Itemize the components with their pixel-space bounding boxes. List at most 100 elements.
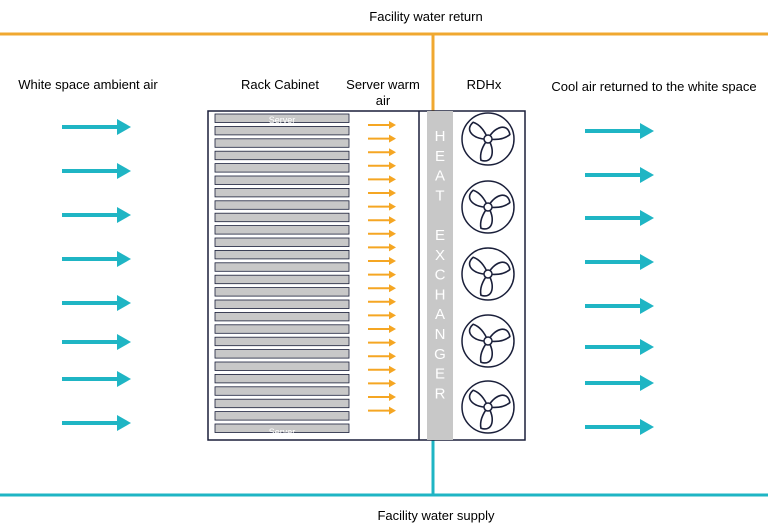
server-slot [214,249,350,260]
arrow-right-icon [368,229,396,238]
rdhx-label: RDHx [467,77,502,92]
arrow-right-icon [368,202,396,211]
arrow-right-icon [368,148,396,157]
arrow-right-icon [368,325,396,333]
warm-air-arrows [368,121,396,415]
server-slot [214,311,350,322]
server-slot [214,175,350,185]
arrow-right-icon [368,365,396,374]
server-slot [214,138,350,148]
arrow-right-icon [62,415,131,431]
heat-exchanger-letter: X [435,247,445,264]
arrow-right-icon [368,406,396,415]
arrow-right-icon [368,161,396,170]
arrow-right-icon [368,297,396,306]
heat-exchanger-letter: A [435,168,445,185]
server-slot [214,200,350,210]
arrow-right-icon [368,393,396,401]
arrow-right-icon [368,352,396,361]
server-slot [214,274,350,285]
arrow-right-icon [368,311,396,320]
server-slot [214,373,350,384]
heat-exchanger-letter: A [435,306,445,323]
arrow-right-icon [62,163,131,179]
heat-exchanger-letter: R [435,385,446,402]
server-slot [214,324,350,334]
server-bottom-label: Server [269,427,296,437]
rack-cabinet-label: Rack Cabinet [241,77,319,92]
arrow-right-icon [62,207,131,223]
server-slot [214,398,350,409]
arrow-right-icon [62,119,131,135]
heat-exchanger-letter: T [435,187,444,204]
server-slot [214,163,350,173]
server-slots [214,113,350,433]
server-slot [214,126,350,136]
heat-exchanger-letter: H [435,128,446,145]
arrow-right-icon [585,375,654,391]
server-slot [214,386,350,396]
arrow-right-icon [368,270,396,279]
heat-exchanger-letter: G [434,346,446,363]
arrow-right-icon [62,295,131,311]
warm-air-label-line2: air [376,93,391,108]
arrow-right-icon [368,189,396,197]
server-slot [214,237,350,247]
arrow-right-icon [368,257,396,265]
arrow-right-icon [585,254,654,270]
arrow-right-icon [368,243,396,252]
arrow-right-icon [368,379,396,388]
server-slot [214,225,350,235]
server-slot [214,287,350,297]
heat-exchanger-letter: E [435,148,445,165]
fan-icon [461,380,515,434]
arrow-right-icon [585,210,654,226]
arrow-right-icon [62,251,131,267]
arrow-right-icon [585,339,654,355]
heat-exchanger-letter: C [435,267,446,284]
arrow-right-icon [368,134,396,143]
warm-air-label-line1: Server warm [346,77,420,92]
arrow-right-icon [368,216,396,225]
server-slot [214,212,350,223]
heat-exchanger-letter: E [435,227,445,244]
cool-air-arrows [585,123,654,435]
ambient-air-arrows [62,119,131,431]
server-slot [214,262,350,272]
server-top-label: Server [269,115,296,125]
cool-air-label: Cool air returned to the white space [551,79,756,94]
heat-exchanger-letter: N [435,326,446,343]
supply-line-label: Facility water supply [377,508,495,523]
heat-exchanger-letter: E [435,366,445,383]
rdhx-fans [461,112,515,434]
fan-icon [461,180,515,234]
arrow-right-icon [585,123,654,139]
arrow-right-icon [585,419,654,435]
fan-icon [461,247,515,301]
server-slot [214,187,350,198]
server-slot [214,113,350,123]
server-slot [214,423,350,433]
server-slot [214,411,350,421]
arrow-right-icon [368,338,396,347]
return-line-label: Facility water return [369,9,482,24]
fan-icon [461,112,515,166]
arrow-right-icon [368,175,396,184]
arrow-right-icon [62,334,131,350]
server-slot [214,349,350,359]
heat-exchanger-letter: H [435,286,446,303]
server-slot [214,336,350,347]
server-slot [214,299,350,309]
arrow-right-icon [62,371,131,387]
fan-icon [461,314,515,368]
ambient-air-label: White space ambient air [18,77,158,92]
arrow-right-icon [368,284,396,293]
server-slot [214,150,350,161]
arrow-right-icon [585,298,654,314]
heat-exchanger-core [427,111,453,440]
arrow-right-icon [585,167,654,183]
server-slot [214,361,350,371]
arrow-right-icon [368,121,396,129]
